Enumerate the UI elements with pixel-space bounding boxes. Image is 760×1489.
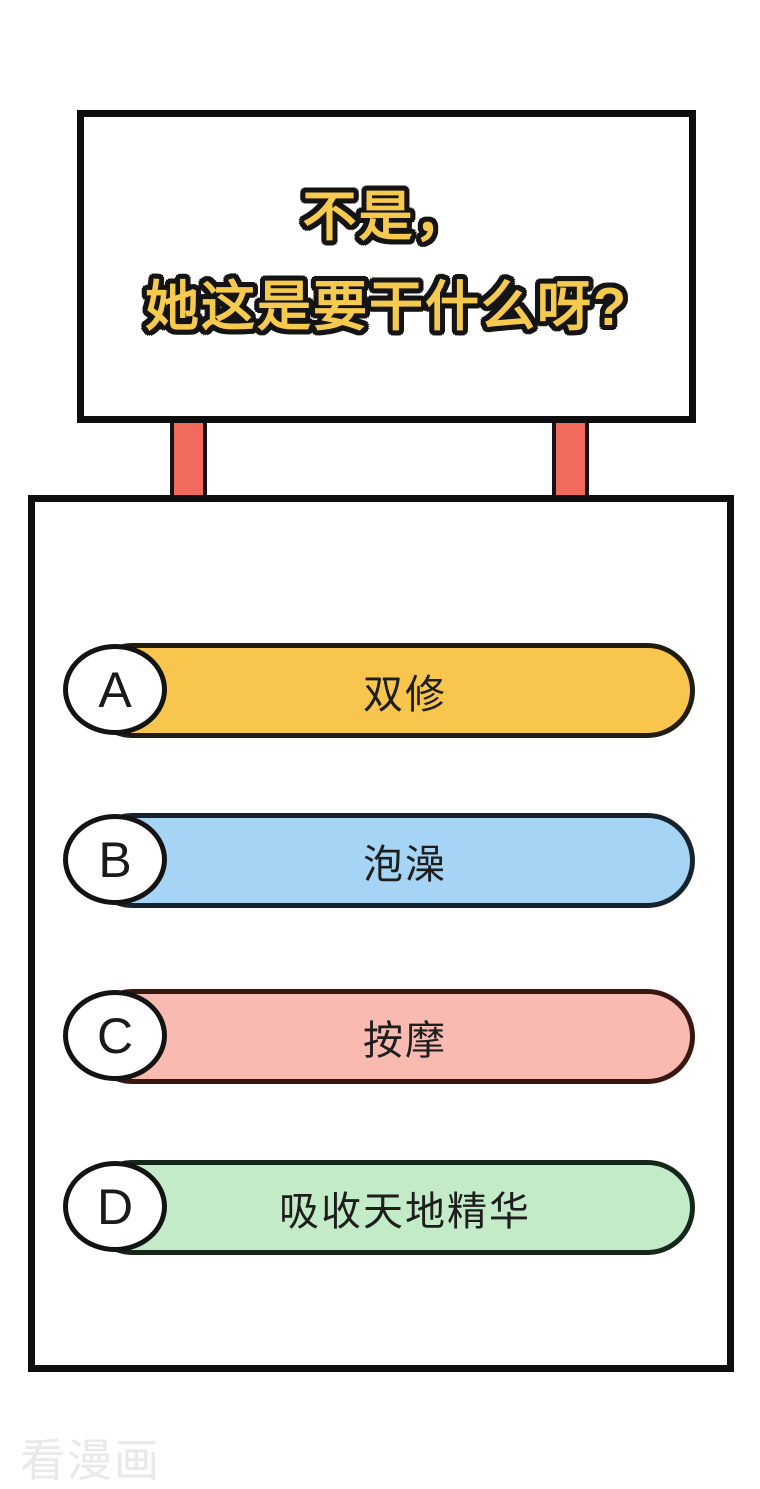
option-c-letter: C <box>96 1007 134 1064</box>
option-c-pill[interactable]: 按摩 <box>85 989 695 1084</box>
option-a-label: 双修 <box>363 672 447 717</box>
question-line-1: 不是， <box>302 186 471 247</box>
option-d[interactable]: 吸收天地精华 D <box>63 1160 695 1255</box>
option-a-letter-badge: A <box>63 644 167 735</box>
question-board: 不是， 她这是要干什么呀? <box>77 110 696 423</box>
option-d-letter-badge: D <box>63 1161 167 1252</box>
watermark: 看漫画 <box>20 1435 162 1486</box>
option-b-label: 泡澡 <box>363 842 447 887</box>
option-b[interactable]: 泡澡 B <box>63 813 695 908</box>
board-post-left <box>170 416 207 502</box>
option-d-letter: D <box>96 1178 134 1235</box>
option-c-letter-badge: C <box>63 990 167 1081</box>
option-b-letter: B <box>98 831 132 888</box>
question-line-2: 她这是要干什么呀? <box>145 276 628 337</box>
option-b-pill[interactable]: 泡澡 <box>85 813 695 908</box>
option-a-pill[interactable]: 双修 <box>85 643 695 738</box>
option-a-letter: A <box>98 661 132 718</box>
option-d-pill[interactable]: 吸收天地精华 <box>85 1160 695 1255</box>
option-b-letter-badge: B <box>63 814 167 905</box>
board-post-right <box>552 416 589 502</box>
option-c-label: 按摩 <box>363 1018 447 1063</box>
option-c[interactable]: 按摩 C <box>63 989 695 1084</box>
option-d-label: 吸收天地精华 <box>279 1189 531 1234</box>
option-a[interactable]: 双修 A <box>63 643 695 738</box>
